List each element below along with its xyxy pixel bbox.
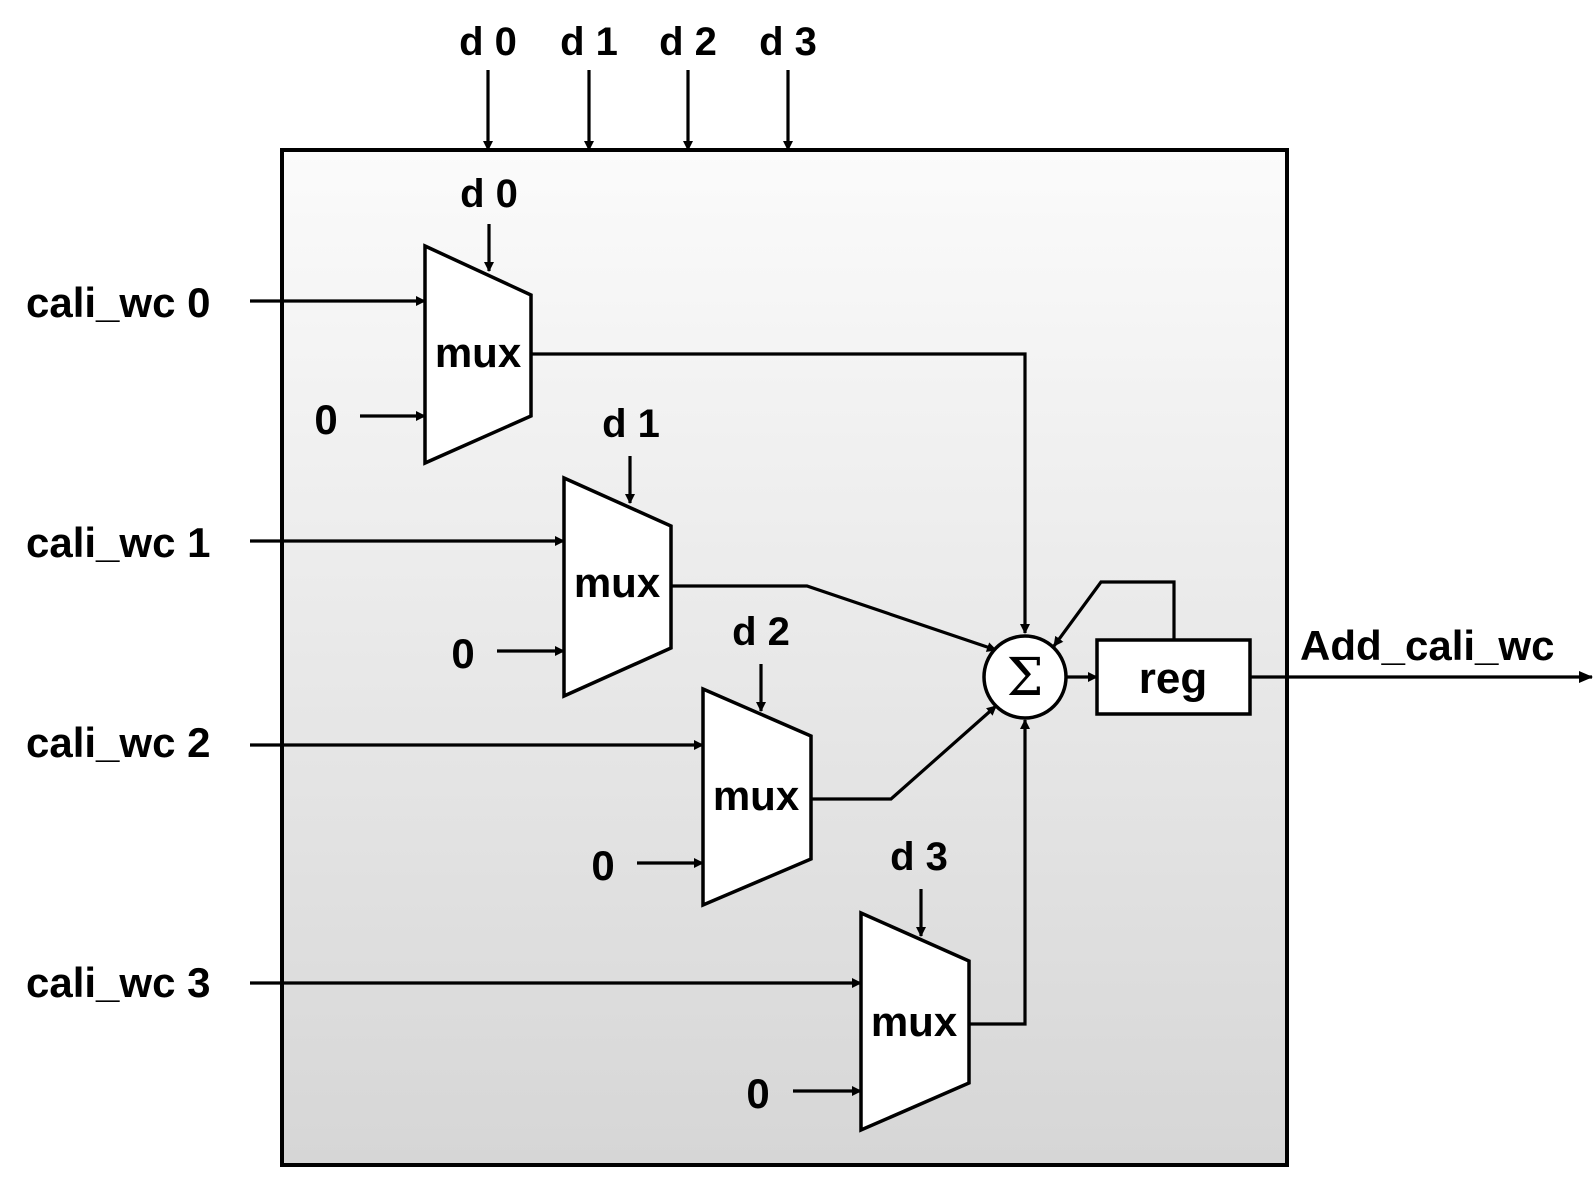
- mux-0-body: [423, 243, 533, 466]
- top-select-label-d1: d 1: [560, 20, 618, 64]
- mux-3: d 3 0 mux: [250, 835, 971, 1133]
- mux-2-label: mux: [713, 772, 800, 819]
- mux-3-label: mux: [871, 998, 958, 1045]
- mux-2-select-label: d 2: [732, 610, 790, 654]
- top-select-label-d2: d 2: [659, 20, 717, 64]
- mux-1-select-label: d 1: [602, 402, 660, 446]
- mux-output-wires: [531, 352, 1030, 1026]
- adder: Σ: [982, 634, 1068, 720]
- mux-2-output-wire: [811, 704, 998, 801]
- mux-3-zero-label: 0: [746, 1070, 769, 1117]
- register-label: reg: [1139, 654, 1207, 703]
- input-label-cali-wc-3: cali_wc 3: [26, 959, 210, 1006]
- mux-3-output-wire: [969, 719, 1030, 1026]
- mux-3-body: [859, 910, 971, 1133]
- top-select-label-d3: d 3: [759, 20, 817, 64]
- mux-1-body: [562, 475, 673, 699]
- mux-2-zero-label: 0: [591, 842, 614, 889]
- mux-1-output-wire: [671, 584, 997, 652]
- adder-sigma-symbol: Σ: [1007, 648, 1044, 708]
- input-label-cali-wc-1: cali_wc 1: [26, 519, 210, 566]
- register: reg: [1095, 638, 1252, 716]
- top-select-signals: d 0 d 1 d 2 d 3: [459, 20, 817, 151]
- mux-0: d 0 0 mux: [250, 172, 533, 466]
- mux-0-zero-label: 0: [314, 396, 337, 443]
- register-box: [1095, 638, 1252, 716]
- mux-0-label: mux: [435, 329, 522, 376]
- feedback-wire: [1052, 580, 1176, 647]
- mux-1-zero-label: 0: [451, 630, 474, 677]
- mux-0-select-label: d 0: [460, 172, 518, 216]
- mux-2: d 2 0 mux: [250, 610, 813, 908]
- mux-1: d 1 0 mux: [250, 402, 673, 699]
- mux-3-select-label: d 3: [890, 835, 948, 879]
- output-label: Add_cali_wc: [1300, 622, 1554, 669]
- mux-1-label: mux: [574, 559, 661, 606]
- mux-0-output-wire: [531, 352, 1030, 634]
- input-label-cali-wc-2: cali_wc 2: [26, 719, 210, 766]
- output: Add_cali_wc: [1250, 622, 1593, 683]
- top-select-label-d0: d 0: [459, 20, 517, 64]
- input-label-cali-wc-0: cali_wc 0: [26, 279, 210, 326]
- input-labels: cali_wc 0 cali_wc 1 cali_wc 2 cali_wc 3: [26, 279, 210, 1006]
- mux-2-body: [701, 686, 813, 908]
